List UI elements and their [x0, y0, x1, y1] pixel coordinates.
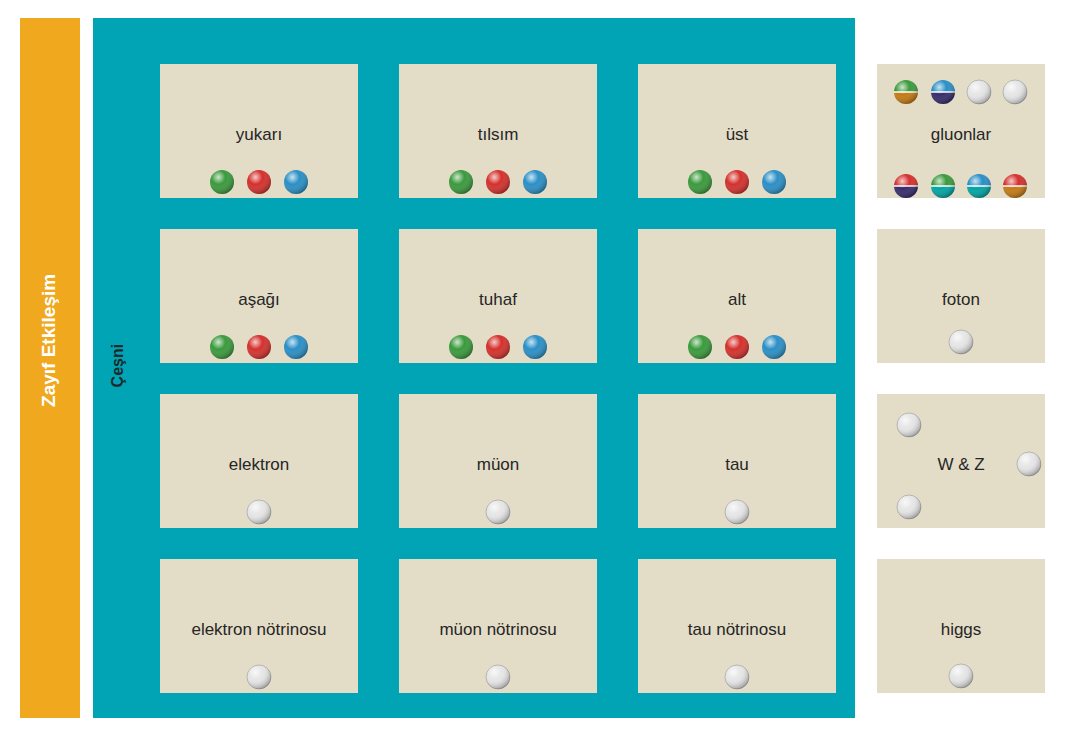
particle-box: elektron [160, 394, 358, 528]
neutral-ball [486, 500, 510, 524]
particle-name: müon nötrinosu [439, 620, 556, 640]
particle-box: foton [877, 229, 1045, 363]
color-charge-ball [762, 335, 786, 359]
particle-box: üst [638, 64, 836, 198]
particle-name: aşağı [238, 290, 280, 310]
particle-name: elektron nötrinosu [191, 620, 326, 640]
particle-name: tuhaf [479, 290, 517, 310]
gluon-ball [931, 80, 955, 104]
particle-name: üst [726, 125, 749, 145]
neutral-ball [949, 664, 973, 688]
particle-box: elektron nötrinosu [160, 559, 358, 693]
neutral-ball [725, 665, 749, 689]
particle-name: foton [942, 290, 980, 310]
particle-box: tuhaf [399, 229, 597, 363]
color-charge-ball [688, 335, 712, 359]
particle-box: alt [638, 229, 836, 363]
color-charge-ball [523, 170, 547, 194]
color-charge-ball [486, 335, 510, 359]
particle-name: müon [477, 455, 520, 475]
color-charge-ball [284, 170, 308, 194]
band-label: Çeşni [108, 344, 127, 388]
particle-box: müon [399, 394, 597, 528]
color-charge-ball [247, 335, 271, 359]
neutral-ball [949, 330, 973, 354]
gluon-ball [1003, 80, 1027, 104]
particle-box: tau nötrinosu [638, 559, 836, 693]
particle-name: gluonlar [931, 125, 992, 145]
gluon-ball [894, 174, 918, 198]
particle-name: tau [725, 455, 749, 475]
particle-name: elektron [229, 455, 289, 475]
color-charge-ball [449, 170, 473, 194]
gluon-ball [967, 174, 991, 198]
neutral-ball [247, 500, 271, 524]
color-charge-ball [284, 335, 308, 359]
neutral-ball [1017, 452, 1041, 476]
color-charge-ball [725, 170, 749, 194]
gluon-ball [967, 80, 991, 104]
neutral-ball [725, 500, 749, 524]
neutral-ball [897, 413, 921, 437]
color-charge-ball [486, 170, 510, 194]
color-charge-ball [688, 170, 712, 194]
particle-box: W & Z [877, 394, 1045, 528]
color-charge-ball [247, 170, 271, 194]
particle-box: higgs [877, 559, 1045, 693]
color-charge-ball [210, 335, 234, 359]
particle-name: W & Z [937, 455, 984, 475]
particle-name: tılsım [478, 125, 519, 145]
particle-box: gluonlar [877, 64, 1045, 198]
particle-name: tau nötrinosu [688, 620, 786, 640]
particle-name: higgs [941, 620, 982, 640]
neutral-ball [897, 495, 921, 519]
neutral-ball [247, 665, 271, 689]
gluon-ball [894, 80, 918, 104]
particle-box: yukarı [160, 64, 358, 198]
gluon-ball [931, 174, 955, 198]
color-charge-ball [523, 335, 547, 359]
color-charge-ball [449, 335, 473, 359]
particle-box: tılsım [399, 64, 597, 198]
particle-box: aşağı [160, 229, 358, 363]
particle-box: tau [638, 394, 836, 528]
particle-name: alt [728, 290, 746, 310]
particle-box: müon nötrinosu [399, 559, 597, 693]
particle-name: yukarı [236, 125, 282, 145]
gluon-ball [1003, 174, 1027, 198]
color-charge-ball [210, 170, 234, 194]
color-charge-ball [725, 335, 749, 359]
color-charge-ball [762, 170, 786, 194]
neutral-ball [486, 665, 510, 689]
flavor-band: Çeşni yukarı tılsım üst aşağı tuhaf alt elektro… [93, 18, 855, 718]
interaction-band: Zayıf Etkileşim [20, 18, 80, 718]
band-label: Zayıf Etkileşim [39, 273, 62, 406]
